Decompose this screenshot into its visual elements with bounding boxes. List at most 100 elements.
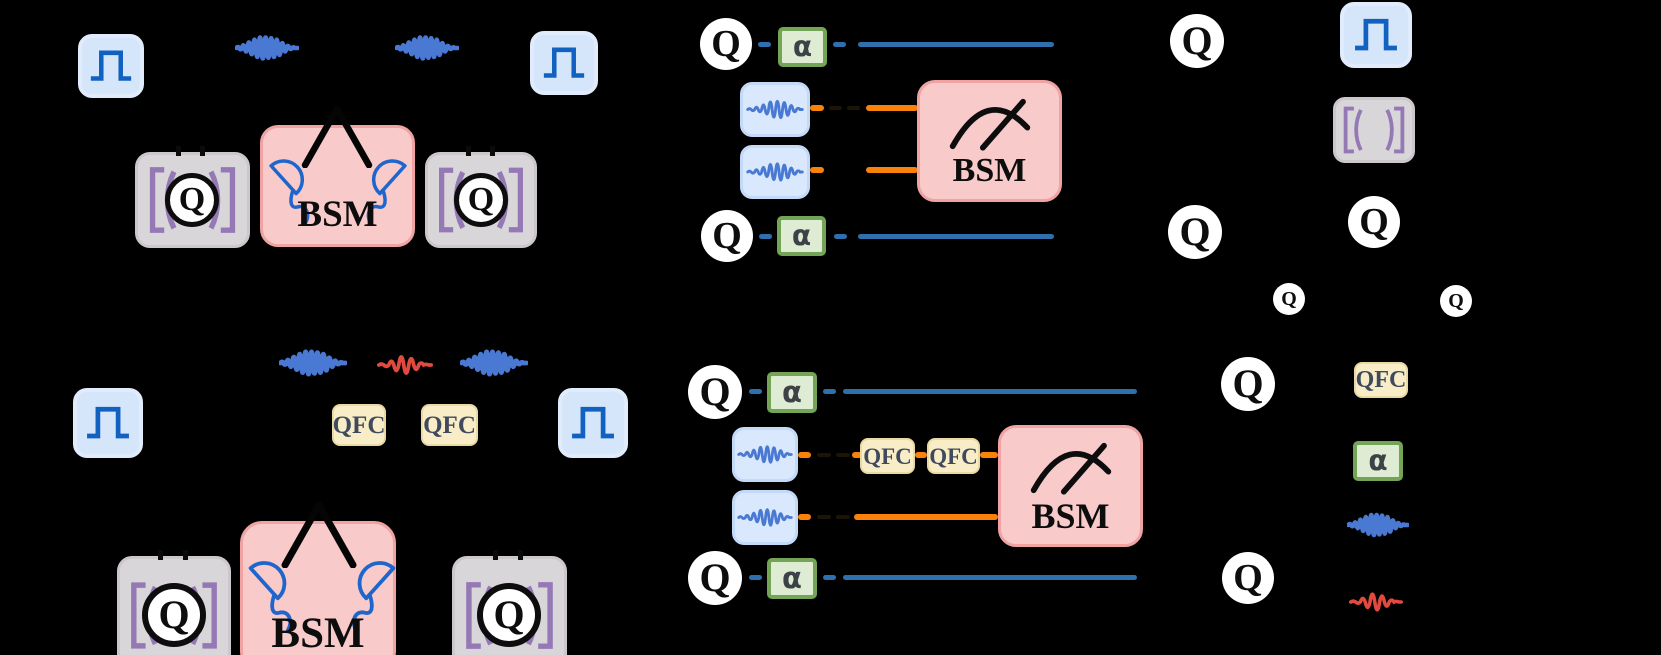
qubit-icon: Q [1222,552,1274,604]
square-pulse-icon [567,398,619,448]
qubit-label: Q [711,23,741,65]
wavepacket-blue-icon [737,496,793,539]
cavity-port-mark [466,146,471,156]
qubit-label: Q [1281,288,1297,310]
pulse-icon [558,388,628,458]
fiber-blue-line [858,234,1054,239]
alpha-box: α [778,27,827,67]
qfc-box: QFC [332,404,386,446]
fiber-orange-line [866,105,918,111]
qubit-label: Q [158,592,190,637]
wavepacket-blue-icon [746,151,804,193]
qfc-label: QFC [1355,367,1407,393]
cavity-port-mark [518,550,523,560]
wavepacket-blue-icon [395,19,459,77]
fiber-blue-dash [823,575,836,580]
cavity-port-mark [490,146,495,156]
bsm-label: BSM [1031,496,1110,536]
alpha-box: α [767,558,817,599]
fiber-orange-line [980,452,998,458]
alpha-box: α [1353,441,1403,481]
qubit-icon: Q [165,173,219,227]
fiber-blue-dash [758,42,771,47]
qubit-label: Q [1359,201,1389,243]
wavepacket-box [740,145,810,199]
fiber-blue-line [843,389,1137,394]
wavepacket-blue-icon [737,433,793,476]
qfc-box: QFC [860,438,915,474]
alpha-label: α [791,219,812,252]
fiber-blue-dash [833,42,846,47]
bsm-label: BSM [952,152,1027,189]
fiber-orange-stub [810,167,824,173]
qubit-label: Q [1448,290,1464,312]
qubit-label: Q [178,181,206,218]
qubit-icon: Q [688,551,742,605]
fiber-dashed-gap [829,106,842,110]
fiber-blue-line [843,575,1137,580]
fiber-blue-dash [749,575,762,580]
wavepacket-box [740,82,810,137]
alpha-label: α [782,561,802,595]
meter-icon [935,96,1045,152]
qubit-label: Q [1179,209,1211,254]
fiber-orange-stub [798,514,811,520]
cavity-port-mark [158,550,163,560]
qfc-label: QFC [929,443,978,469]
wavepacket-red-icon [1349,583,1403,621]
qfc-box: QFC [927,438,980,474]
qubit-label: Q [699,555,731,600]
pulse-icon [78,34,144,98]
qfc-label: QFC [332,411,386,439]
fiber-dashed-gap [836,515,850,519]
alpha-box: α [767,372,817,413]
cavity-mirrors-icon [1339,103,1409,157]
fiber-blue-dash [749,389,762,394]
qubit-icon: Q [454,173,508,227]
pulse-icon [73,388,143,458]
pulse-icon [1340,2,1412,68]
qubit-icon-small: Q [1273,283,1305,315]
wavepacket-red-icon [377,342,433,388]
wavepacket-blue-icon [746,88,804,131]
fiber-orange-stub [798,452,811,458]
alpha-label: α [782,375,802,409]
fiber-orange-stub [810,105,824,111]
qubit-icon: Q [701,210,753,262]
qfc-label: QFC [863,443,912,469]
wavepacket-blue-icon [279,332,347,394]
qubit-label: Q [1232,361,1264,406]
wavepacket-box [732,490,798,545]
qfc-box: QFC [421,404,478,446]
qubit-icon: Q [142,583,206,647]
fiber-dashed-gap [817,515,831,519]
qfc-label: QFC [423,411,476,439]
fiber-blue-dash [834,234,847,239]
cavity-port-mark [183,550,188,560]
bsm-label: BSM [271,610,365,655]
qfc-box: QFC [1354,362,1408,398]
bsm-label: BSM [297,194,378,235]
wavepacket-blue-icon [235,19,299,77]
fiber-orange-line [915,452,927,458]
alpha-box: α [777,216,826,256]
fiber-blue-dash [823,389,836,394]
qubit-label: Q [699,369,731,414]
qubit-icon: Q [1168,205,1222,259]
cavity-port-mark [200,146,205,156]
qubit-label: Q [467,181,495,218]
qubit-icon: Q [477,583,541,647]
pulse-icon [530,31,598,95]
wavepacket-blue-icon [460,332,528,394]
fiber-dashed-gap [836,453,850,457]
qubit-label: Q [1233,557,1263,599]
wavepacket-box [732,427,798,482]
wavepacket-blue-icon [1347,500,1409,550]
meter-icon [1016,440,1126,496]
qubit-label: Q [1181,18,1213,63]
fiber-blue-dash [759,234,772,239]
qubit-label: Q [493,592,525,637]
cavity-port-mark [176,146,181,156]
square-pulse-icon [539,39,589,87]
